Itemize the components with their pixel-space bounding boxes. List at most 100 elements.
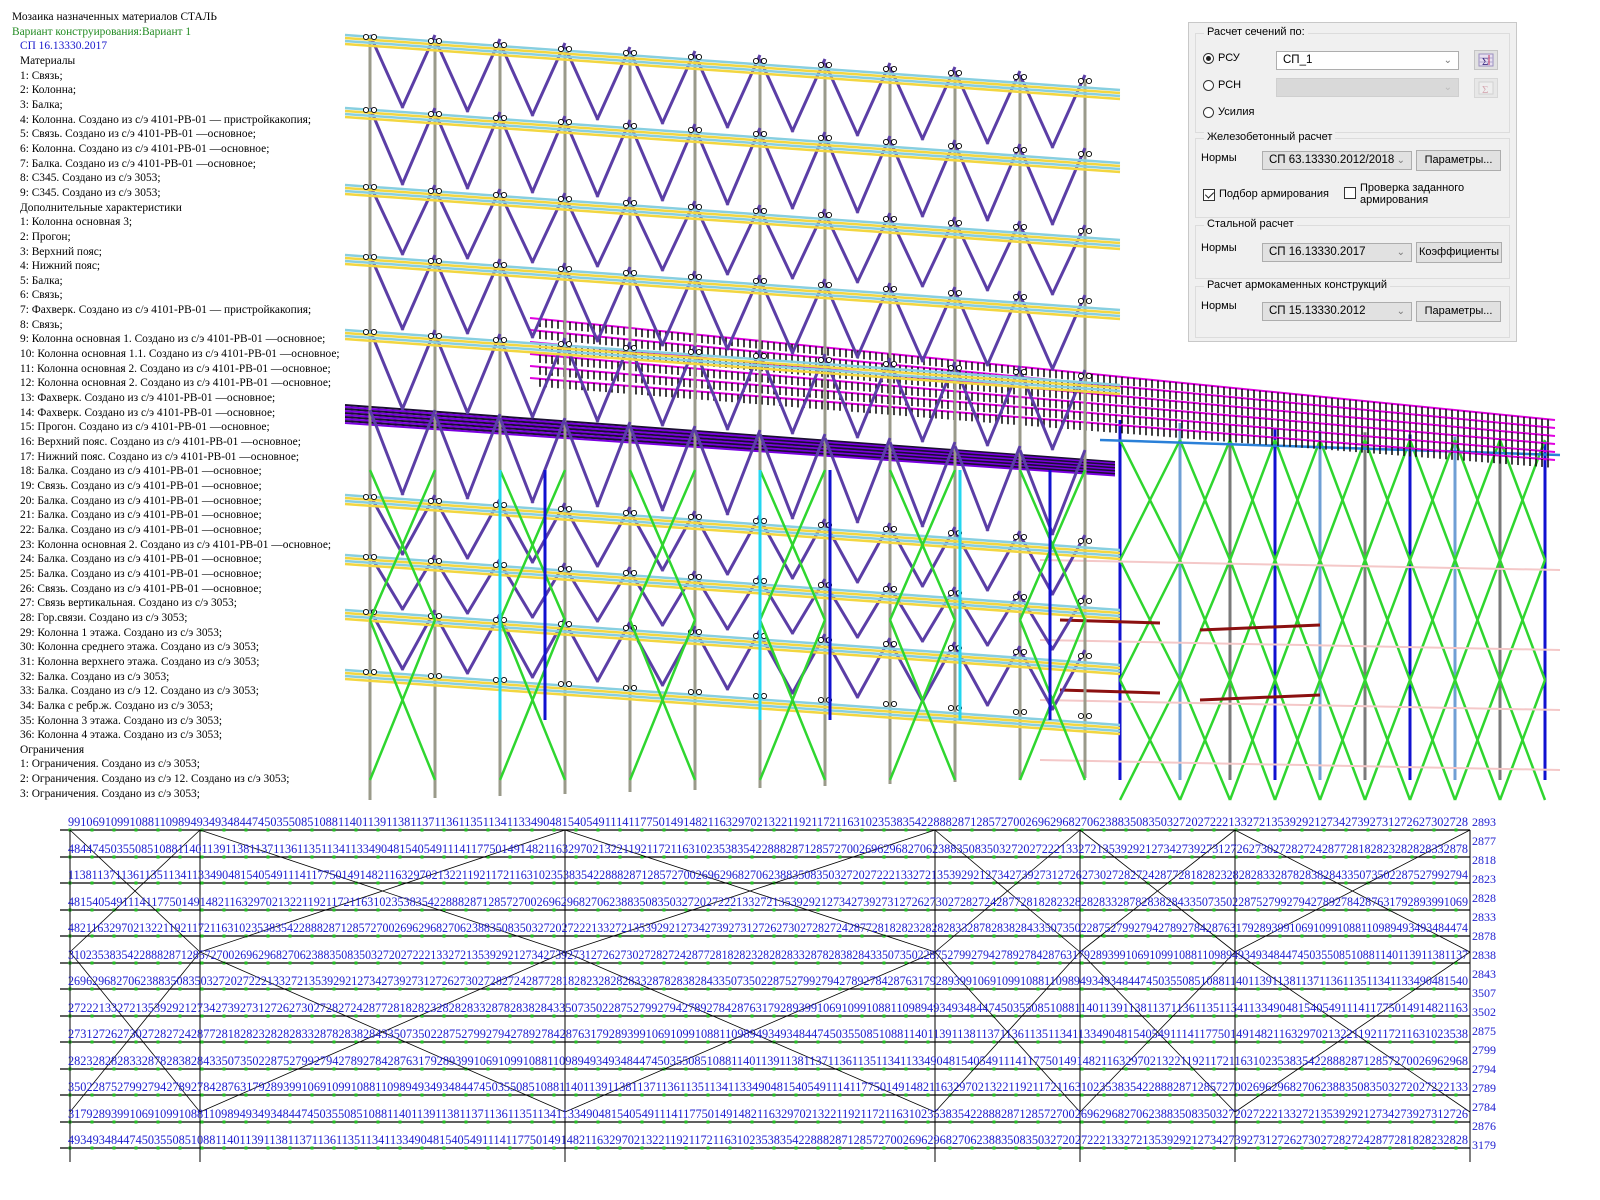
rc-params-button[interactable]: Параметры... [1416, 150, 1501, 171]
legend-item: 23: Колонна основная 2. Создано из с/э 4… [20, 538, 332, 551]
legend-item: 8: С345. Создано из с/э 3053; [20, 172, 161, 185]
steel-norms-combo[interactable]: СП 16.13330.2017 ⌄ [1262, 243, 1412, 262]
combo-value: СП_1 [1283, 54, 1313, 66]
legend-item: 29: Колонна 1 этажа. Создано из с/э 3053… [20, 626, 223, 639]
legend-item: 2: Прогон; [20, 230, 71, 243]
group-rc-calc: Железобетонный расчет [1195, 131, 1510, 218]
svg-text:484474503550851088114011391138: 4844745035508510881140113911381137113611… [68, 842, 1468, 856]
radio-label: Усилия [1218, 106, 1255, 118]
radio-dot [1203, 106, 1214, 118]
svg-text:2828: 2828 [1472, 891, 1496, 905]
svg-text:493493484474503550851088114011: 4934934844745035508510881140113911381137… [68, 1133, 1468, 1147]
legend-item: 1: Ограничения. Создано из с/э 3053; [20, 758, 200, 771]
group-title: Расчет армокаменных конструкций [1204, 279, 1390, 291]
legend-item: 30: Колонна среднего этажа. Создано из с… [20, 641, 260, 654]
legend-item: 14: Фахверк. Создано из с/э 4101-РВ-01 —… [20, 406, 276, 419]
radio-label: РСН [1218, 79, 1242, 91]
svg-text:282328282833287828382843350735: 2823282828332878283828433507350228752799… [68, 1054, 1468, 1068]
svg-text:2875: 2875 [1472, 1024, 1496, 1038]
group-title: Расчет сечений по: [1204, 26, 1308, 38]
radio-dot [1203, 52, 1214, 64]
legend-title: Мозаика назначенных материалов СТАЛЬ [12, 11, 217, 23]
legend-item: 3: Верхний пояс; [20, 245, 102, 258]
legend-item: 24: Балка. Создано из с/э 4101-РВ-01 —ос… [20, 553, 262, 566]
chevron-down-icon: ⌄ [1443, 55, 1452, 66]
svg-text:350228752799279427892784287631: 3502287527992794278927842876317928939910… [68, 1080, 1468, 1094]
legend-item: 20: Балка. Создано из с/э 4101-РВ-01 —ос… [20, 494, 262, 507]
legend-item: 12: Колонна основная 2. Создано из с/э 4… [20, 377, 332, 390]
legend-item: 34: Балка с ребр.ж. Создано из с/э 3053; [20, 699, 214, 712]
svg-text:3179: 3179 [1472, 1138, 1496, 1152]
legend-item: 7: Фахверк. Создано из с/э 4101-РВ-01 — … [20, 304, 312, 317]
sigma-table-icon: Σ [1478, 53, 1494, 67]
radio-rsn[interactable]: РСН [1203, 79, 1241, 91]
radio-forces[interactable]: Усилия [1203, 106, 1254, 118]
svg-text:272221332721353929212734273927: 2722213327213539292127342739273127262730… [68, 1001, 1468, 1015]
legend-item: 6: Связь; [20, 289, 63, 302]
combo-value: СП 63.13330.2012/2018 [1269, 154, 1395, 166]
legend-item: 21: Балка. Создано из с/э 4101-РВ-01 —ос… [20, 509, 262, 522]
radio-dot [1203, 79, 1214, 91]
svg-text:2843: 2843 [1472, 967, 1496, 981]
chevron-down-icon: ⌄ [1443, 82, 1452, 93]
legend-item: 2: Колонна; [20, 84, 77, 97]
svg-text:2833: 2833 [1472, 910, 1496, 924]
steel-coefficients-button[interactable]: Коэффициенты [1416, 242, 1502, 263]
group-section-calc: Расчет сечений по: [1195, 26, 1510, 133]
masonry-params-button[interactable]: Параметры... [1416, 301, 1501, 322]
rsn-combo[interactable]: ⌄ [1276, 78, 1459, 97]
svg-text:Σ: Σ [1482, 84, 1488, 95]
svg-text:317928939910691099108811098949: 3179289399106910991088110989493493484474… [68, 1107, 1468, 1121]
legend-item: 17: Нижний пояс. Создано из с/э 4101-РВ-… [20, 450, 300, 463]
svg-text:2789: 2789 [1472, 1081, 1496, 1095]
legend-item: 32: Балка. Создано из с/э 3053; [20, 670, 170, 683]
checkbox-reinforcement-selection[interactable]: Подбор армирования [1203, 188, 1329, 201]
legend-section-heading: Дополнительные характеристики [20, 201, 182, 214]
svg-text:2878: 2878 [1472, 929, 1496, 943]
3d-structural-model[interactable] [0, 0, 1600, 820]
legend-item: 18: Балка. Создано из с/э 4101-РВ-01 —ос… [20, 465, 262, 478]
group-steel-calc: Стальной расчет [1195, 218, 1510, 279]
legend-item: 11: Колонна основная 2. Создано из с/э 4… [20, 362, 331, 375]
svg-text:113811371136113511341133490481: 1138113711361135113411334904815405491114… [68, 868, 1469, 882]
svg-text:481540549111411775014914821163: 4815405491114117750149148211632970213221… [68, 895, 1468, 909]
combo-value: СП 15.13330.2012 [1269, 305, 1366, 317]
svg-text:2823: 2823 [1472, 872, 1496, 886]
rsu-table-button[interactable]: Σ [1474, 50, 1498, 70]
radio-label: РСУ [1218, 52, 1240, 64]
legend-item: 35: Колонна 3 этажа. Создано из с/э 3053… [20, 714, 223, 727]
group-title: Стальной расчет [1204, 218, 1297, 230]
legend-item: 5: Балка; [20, 274, 63, 287]
svg-text:273127262730272827242877281828: 2731272627302728272428772818282328282833… [68, 1027, 1468, 1041]
combo-value: СП 16.13330.2017 [1269, 246, 1366, 258]
svg-text:2877: 2877 [1472, 834, 1496, 848]
legend-item: 31: Колонна верхнего этажа. Создано из с… [20, 655, 260, 668]
masonry-norms-combo[interactable]: СП 15.13330.2012 ⌄ [1262, 302, 1412, 321]
legend-item: 3: Ограничения. Создано из с/э 3053; [20, 787, 200, 800]
legend-item: 1: Связь; [20, 69, 63, 82]
plan-view-node-numbering[interactable]: 9910691099108811098949349348447450355085… [60, 812, 1500, 1172]
legend-item: 36: Колонна 4 этажа. Создано из с/э 3053… [20, 729, 223, 742]
rc-norms-combo[interactable]: СП 63.13330.2012/2018 ⌄ [1262, 151, 1412, 170]
rsu-combo[interactable]: СП_1 ⌄ [1276, 51, 1459, 70]
legend-item: 6: Колонна. Создано из с/э 4101-РВ-01 —о… [20, 142, 270, 155]
legend-item: 5: Связь. Создано из с/э 4101-РВ-01 —осн… [20, 128, 256, 141]
svg-text:310235383542288828712857270026: 3102353835422888287128572700269629682706… [68, 948, 1468, 962]
legend-norm: СП 16.13330.2017 [20, 40, 108, 53]
legend-item: 15: Прогон. Создано из с/э 4101-РВ-01 —о… [20, 421, 270, 434]
legend-section-heading: Материалы [20, 54, 76, 67]
rsn-table-button[interactable]: Σ [1474, 78, 1498, 98]
sigma-table-icon: Σ [1478, 81, 1494, 95]
radio-rsu[interactable]: РСУ [1203, 52, 1240, 64]
legend-item: 3: Балка; [20, 98, 63, 111]
legend-item: 1: Колонна основная 3; [20, 216, 133, 229]
legend-item: 27: Связь вертикальная. Создано из с/э 3… [20, 597, 237, 610]
chevron-down-icon: ⌄ [1396, 306, 1405, 317]
rc-norms-label: Нормы [1201, 152, 1237, 164]
svg-text:2794: 2794 [1472, 1062, 1496, 1076]
svg-text:482116329702132211921172116310: 4821163297021322119211721163102353835422… [68, 921, 1469, 935]
legend-item: 22: Балка. Создано из с/э 4101-РВ-01 —ос… [20, 523, 262, 536]
